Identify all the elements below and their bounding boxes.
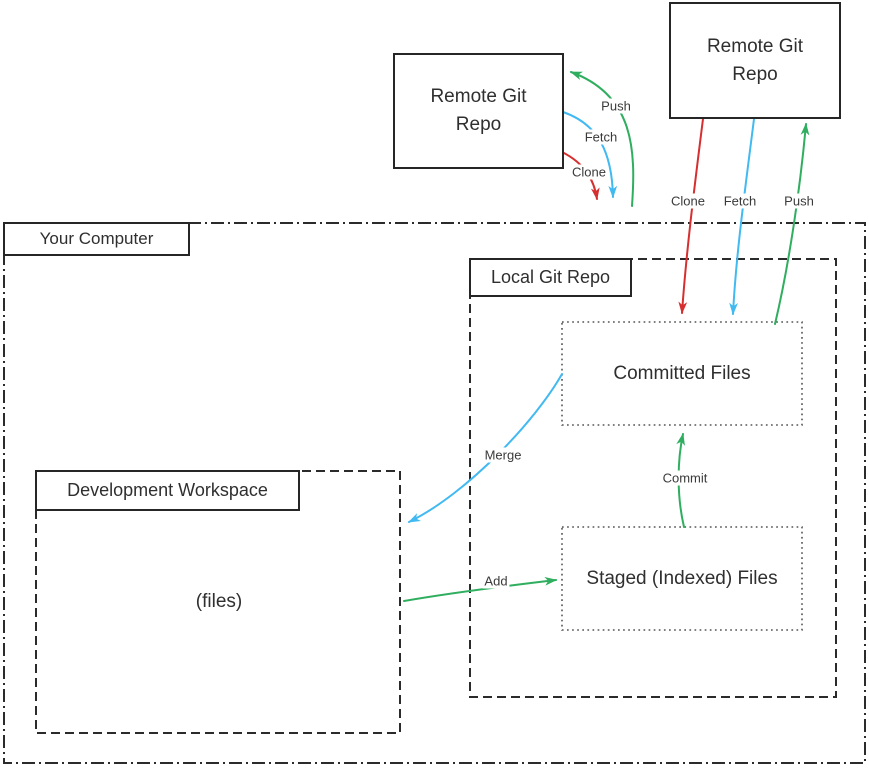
add-edge-label: Add — [482, 573, 510, 589]
staged-files-box — [561, 526, 803, 631]
your-computer-container — [3, 222, 866, 764]
development-workspace-label: Development Workspace — [67, 480, 268, 500]
push-right-arrow — [774, 122, 810, 325]
remote-git-repo-top-label: Remote Git Repo — [706, 35, 804, 85]
remote-git-repo-top-node: Remote Git Repo — [669, 2, 841, 119]
fetch-left-arrow — [562, 111, 618, 199]
workspace-files-label: (files) — [195, 591, 243, 612]
merge-edge-label: Merge — [482, 447, 524, 463]
remote-git-repo-left-label: Remote Git Repo — [430, 86, 527, 135]
add-arrow — [403, 576, 558, 602]
your-computer-tag: Your Computer — [3, 222, 190, 256]
committed-files-label: Committed Files — [613, 362, 751, 384]
push-left-edge-label: Push — [599, 98, 633, 114]
staged-files-label: Staged (Indexed) Files — [586, 567, 778, 589]
your-computer-label: Your Computer — [39, 229, 154, 248]
push-left-arrow — [569, 71, 635, 207]
development-workspace-tag: Development Workspace — [35, 470, 300, 511]
clone-right-arrow — [678, 118, 704, 315]
fetch-right-edge-label: Fetch — [721, 193, 759, 209]
local-git-repo-label: Local Git Repo — [490, 267, 611, 287]
local-git-repo-container — [469, 258, 837, 698]
push-right-edge-label: Push — [782, 193, 816, 209]
commit-edge-label: Commit — [660, 470, 710, 486]
remote-git-repo-left-node: Remote Git Repo — [393, 53, 564, 169]
clone-left-edge-label: Clone — [570, 164, 608, 180]
committed-files-box — [561, 321, 803, 426]
fetch-left-edge-label: Fetch — [582, 129, 620, 145]
fetch-right-arrow — [729, 118, 755, 316]
local-git-repo-tag: Local Git Repo — [469, 258, 632, 297]
clone-right-edge-label: Clone — [669, 193, 707, 209]
